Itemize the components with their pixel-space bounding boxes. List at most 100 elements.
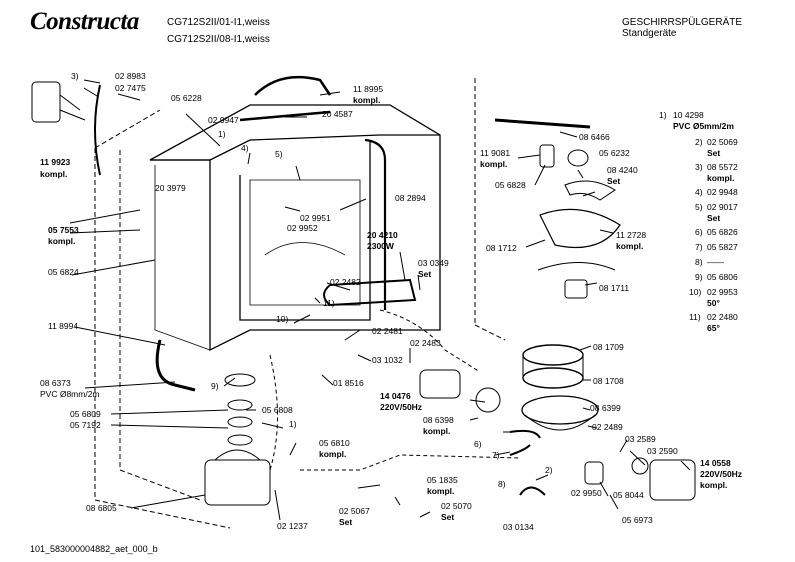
callout: 08 6399 xyxy=(590,403,621,413)
legend-note: Set xyxy=(707,148,720,158)
legend-part: 02 2480 xyxy=(707,312,738,322)
callout: 05 6973 xyxy=(622,515,653,525)
callout: 20 3979 xyxy=(155,183,186,193)
callout: kompl. xyxy=(423,426,450,436)
drain-pump-motor xyxy=(649,459,696,501)
callout: 02 9952 xyxy=(287,223,318,233)
wash-tub xyxy=(149,104,441,352)
legend-note: 50° xyxy=(707,298,720,308)
callout: 02 9947 xyxy=(208,115,239,125)
inlet-valve xyxy=(31,81,61,123)
legend-note: kompl. xyxy=(707,173,734,183)
filter-ring-2 xyxy=(522,367,584,389)
callout: 02 2481 xyxy=(372,326,403,336)
callout: 03 2589 xyxy=(625,434,656,444)
callout: 8) xyxy=(498,479,506,489)
callout: Set xyxy=(441,512,454,522)
callout: 02 5070 xyxy=(441,501,472,511)
callout: 08 4240 xyxy=(607,165,638,175)
callout: 05 7553 xyxy=(48,225,79,235)
callout: 03 0349 xyxy=(418,258,449,268)
callout: 11 8995 xyxy=(353,84,383,94)
callout: 05 6232 xyxy=(599,148,630,158)
legend-part: 02 5069 xyxy=(707,137,738,147)
drain-hose xyxy=(155,339,196,392)
legend-part: 02 9948 xyxy=(707,187,738,197)
brand-logo: Constructa xyxy=(30,8,139,35)
callout: 11 2728 xyxy=(616,230,646,240)
legend-part: 08 5572 xyxy=(707,162,738,172)
callout-labels: 3) 02 8983 02 7475 05 6228 11 8995 kompl… xyxy=(40,71,742,532)
callout: 05 6828 xyxy=(495,180,526,190)
cabinet-dashed-outline xyxy=(94,78,506,529)
callout: kompl. xyxy=(480,159,507,169)
heating-element xyxy=(323,278,417,307)
legend-ref: 1) xyxy=(659,110,667,120)
callout: 08 1712 xyxy=(486,243,517,253)
callout: kompl. xyxy=(700,480,727,490)
callout: Set xyxy=(607,176,620,186)
callout: 220V/50Hz xyxy=(700,469,742,479)
pump-housing xyxy=(521,395,599,425)
callout: 05 6809 xyxy=(70,409,101,419)
filter-ring-1 xyxy=(522,344,584,366)
callout: 11 9923 xyxy=(40,157,71,167)
category-title: GESCHIRRSPÜLGERÄTE xyxy=(622,17,743,28)
callout: Set xyxy=(418,269,431,279)
legend-part: 02 9953 xyxy=(707,287,738,297)
callout: 2) xyxy=(545,465,553,475)
callout: 6) xyxy=(474,439,482,449)
callout: 5) xyxy=(275,149,283,159)
callout: 14 0476 xyxy=(380,391,411,401)
legend-ref: 7) xyxy=(695,242,703,252)
callout: 1) xyxy=(218,129,226,139)
callout: 05 6228 xyxy=(171,93,202,103)
legend-part: 10 4298 xyxy=(673,110,704,120)
callout: 05 7192 xyxy=(70,420,101,430)
callout: 02 2482 xyxy=(330,277,361,287)
legend-part: 05 6806 xyxy=(707,272,738,282)
callout: 14 0558 xyxy=(700,458,731,468)
callout: 03 2590 xyxy=(647,446,678,456)
callout: 08 6466 xyxy=(579,132,610,142)
callout: 05 1835 xyxy=(427,475,458,485)
legend-ref: 5) xyxy=(695,202,703,212)
legend-ref: 8) xyxy=(695,257,703,267)
callout: 08 1709 xyxy=(593,342,624,352)
callout: 20 4587 xyxy=(322,109,353,119)
callout: 05 8044 xyxy=(613,490,644,500)
callout: 3) xyxy=(71,71,79,81)
callout: 01 8516 xyxy=(333,378,364,388)
callout: 05 6824 xyxy=(48,267,79,277)
legend-part: 02 9017 xyxy=(707,202,738,212)
callout: 08 2894 xyxy=(395,193,426,203)
callout: PVC Ø8mm/2m xyxy=(40,389,100,399)
callout: 05 6808 xyxy=(262,405,293,415)
legend-ref: 6) xyxy=(695,227,703,237)
upper-spray-pipe xyxy=(254,75,332,96)
door-seal xyxy=(364,138,387,310)
legend-part: 05 6826 xyxy=(707,227,738,237)
parts-legend: 1) 10 4298 PVC Ø5mm/2m 2) 02 5069 Set 3)… xyxy=(659,110,738,333)
legend-ref: 4) xyxy=(695,187,703,197)
callout: 20 4210 xyxy=(367,230,398,240)
sump-pump-assembly xyxy=(204,373,271,506)
callout: kompl. xyxy=(40,169,67,179)
callout: 08 1708 xyxy=(593,376,624,386)
callout: 1) xyxy=(289,419,297,429)
callout: 08 1711 xyxy=(599,283,629,293)
legend-ref: 11) xyxy=(689,312,701,322)
callout: 02 1237 xyxy=(277,521,308,531)
callout: 11 8994 xyxy=(48,321,78,331)
callout: 03 0134 xyxy=(503,522,534,532)
callout: 02 2483 xyxy=(410,338,441,348)
legend-ref: 2) xyxy=(695,137,703,147)
legend-part: 05 5827 xyxy=(707,242,738,252)
callout: 02 7475 xyxy=(115,83,146,93)
legend-ref: 10) xyxy=(689,287,701,297)
inlet-hose xyxy=(94,84,101,176)
lower-spray-arm xyxy=(539,208,621,249)
callout: kompl. xyxy=(319,449,346,459)
